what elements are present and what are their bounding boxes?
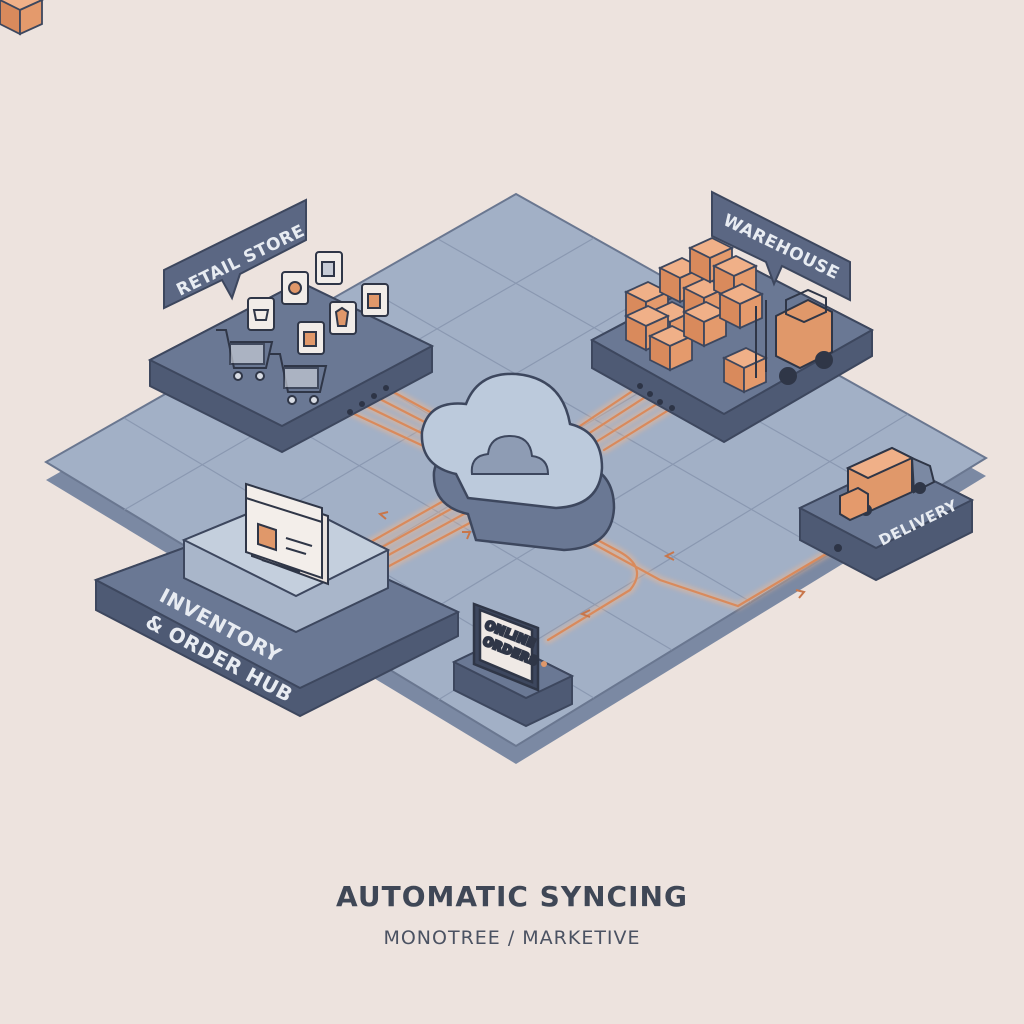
arrow-left-icon [579, 609, 591, 618]
warehouse-platform: WAREHOUSE [0, 0, 875, 444]
footer: AUTOMATIC SYNCING MONOTREE / MARKETIVE [0, 880, 1024, 949]
arrow-left-icon [377, 511, 389, 520]
port-connectors [637, 383, 675, 411]
truck-icon [839, 446, 936, 522]
port-connectors [347, 385, 389, 415]
arrow-left-icon [663, 551, 675, 561]
tablet-icon: ONLINE ORDERS [472, 602, 547, 692]
port-connector [834, 544, 842, 552]
forklift-icon [755, 288, 833, 385]
product-tag-icons [247, 251, 389, 355]
shopping-cart-icon [216, 329, 274, 381]
delivery-platform: DELIVERY [797, 446, 975, 582]
retail-store-platform: RETAIL STORE [147, 198, 435, 454]
browser-window-icon [245, 482, 329, 586]
online-orders-platform: ONLINE ORDERS [451, 602, 575, 728]
footer-title: AUTOMATIC SYNCING [336, 880, 688, 913]
footer-subtitle: MONOTREE / MARKETIVE [383, 927, 641, 949]
cloud-icon [420, 372, 616, 552]
shopping-cart-icon [270, 353, 328, 405]
arrow-right-icon [795, 589, 806, 599]
flow-arrows [377, 511, 806, 618]
arrow-right-icon [462, 531, 472, 540]
box-icon [0, 0, 767, 393]
